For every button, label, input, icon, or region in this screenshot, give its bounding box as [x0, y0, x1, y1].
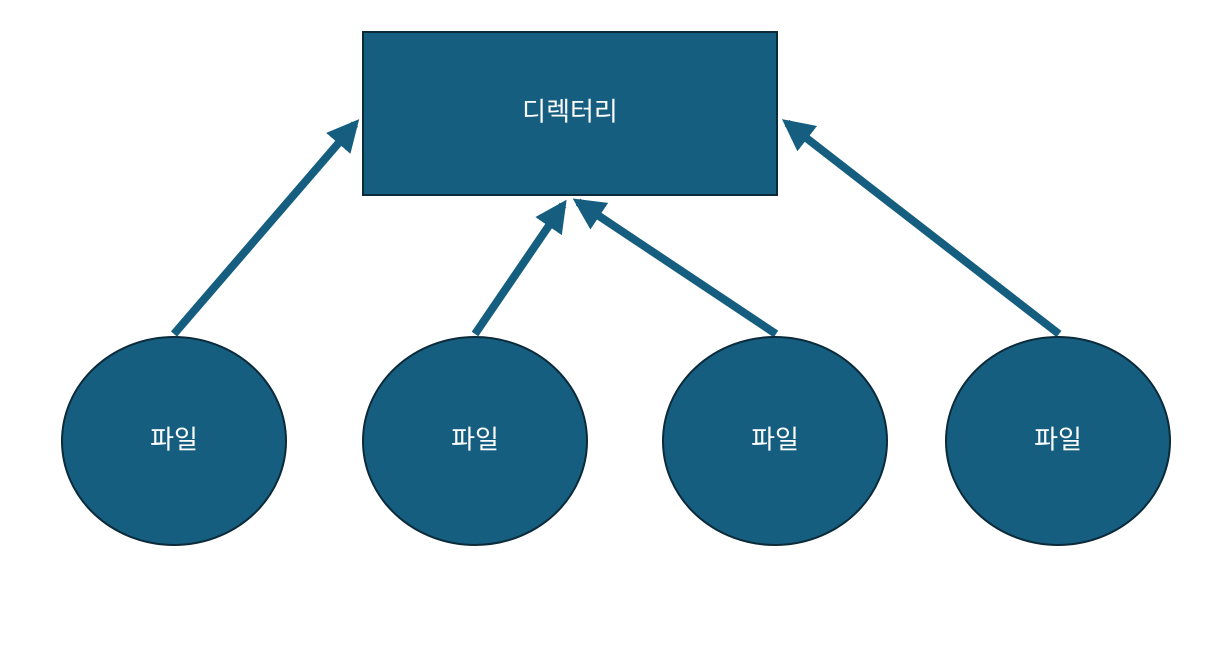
directory-label: 디렉터리 [522, 98, 618, 128]
file-node: 파일 [662, 336, 888, 546]
file-label: 파일 [150, 426, 198, 456]
edges [170, 119, 1062, 338]
file-circle [61, 336, 287, 546]
file-circle [362, 336, 588, 546]
edge-file-4-to-directory [781, 119, 1062, 338]
edge-file-3-to-directory [572, 198, 779, 338]
file-label: 파일 [751, 426, 799, 456]
directory-box [362, 31, 778, 196]
file-circle [945, 336, 1171, 546]
file-circle [662, 336, 888, 546]
file-node: 파일 [362, 336, 588, 546]
file-label: 파일 [1034, 426, 1082, 456]
file-label: 파일 [451, 426, 499, 456]
directory-node: 디렉터리 [362, 31, 778, 196]
file-node: 파일 [945, 336, 1171, 546]
edge-file-1-to-directory [170, 119, 360, 337]
file-node: 파일 [61, 336, 287, 546]
edge-file-2-to-directory [471, 199, 567, 337]
